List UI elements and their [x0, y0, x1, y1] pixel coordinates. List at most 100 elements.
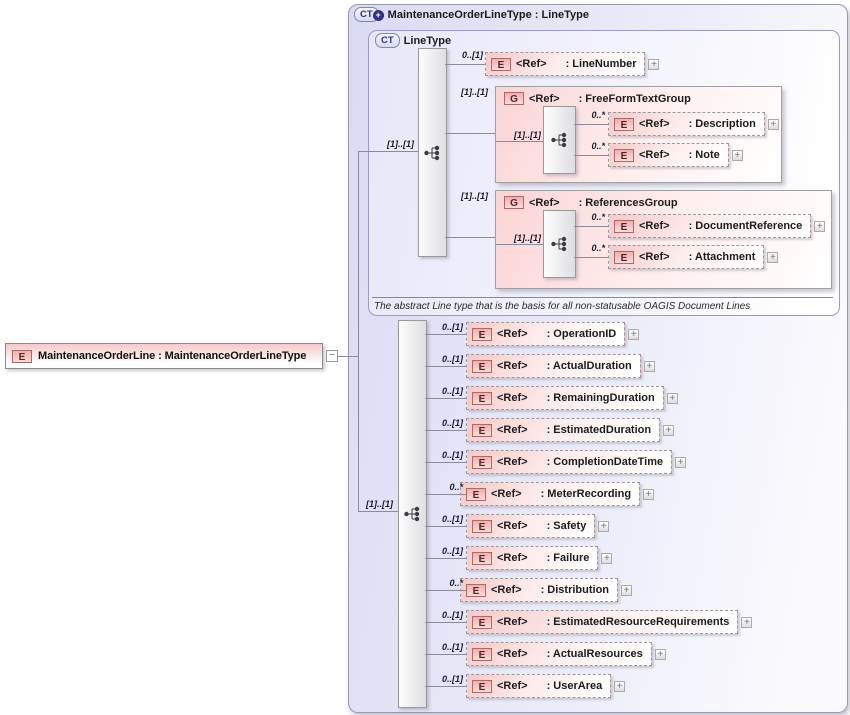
- expand-plus-icon[interactable]: +: [663, 424, 675, 436]
- expand-plus-icon[interactable]: +: [643, 488, 655, 500]
- ct-badge: CT: [375, 33, 400, 48]
- element-box-note[interactable]: E <Ref> : Note: [608, 143, 729, 167]
- sequence-icon: [403, 506, 419, 522]
- sequence-icon: [550, 236, 566, 252]
- sequence-element-row: 0..[1] E <Ref> : ActualResources +: [425, 642, 666, 666]
- ref-label: <Ref>: [497, 616, 528, 628]
- cardinality-label: 0..*: [591, 212, 605, 222]
- sequence-icon: [550, 132, 566, 148]
- expand-plus-icon[interactable]: +: [643, 360, 655, 372]
- element-name: : Distribution: [540, 584, 610, 596]
- cardinality-label: 0..[1]: [441, 546, 463, 556]
- expand-plus-icon[interactable]: +: [741, 616, 753, 628]
- element-box[interactable]: E <Ref> : ActualResources: [466, 642, 652, 666]
- element-box[interactable]: E <Ref> : RemainingDuration: [466, 386, 664, 410]
- ct-expand-icon[interactable]: +: [372, 10, 384, 21]
- collapse-minus-icon[interactable]: −: [326, 350, 338, 362]
- line-type-note: The abstract Line type that is the basis…: [374, 301, 751, 312]
- expand-plus-icon[interactable]: +: [666, 392, 678, 404]
- root-element-label: MaintenanceOrderLine : MaintenanceOrderL…: [38, 350, 307, 362]
- element-badge: E: [472, 327, 492, 341]
- expand-plus-icon[interactable]: +: [628, 328, 640, 340]
- ref-label: <Ref>: [639, 220, 670, 232]
- cardinality-label: [1]..[1]: [514, 130, 541, 140]
- note-separator: [372, 297, 833, 298]
- cardinality-label: [1]..[1]: [461, 191, 488, 201]
- element-box-description[interactable]: E <Ref> : Description: [608, 112, 765, 136]
- group-name: : ReferencesGroup: [578, 196, 678, 209]
- sequence-bar[interactable]: [543, 210, 576, 278]
- connector-line: [574, 257, 608, 258]
- cardinality-label: 0..[1]: [461, 50, 483, 60]
- expand-plus-icon[interactable]: +: [601, 552, 613, 564]
- element-box-documentreference[interactable]: E <Ref> : DocumentReference: [608, 214, 812, 238]
- group-header: G <Ref> : FreeFormTextGroup: [496, 87, 781, 110]
- sequence-element-row: 0..[1] E <Ref> : OperationID +: [424, 322, 640, 346]
- root-element-box[interactable]: E MaintenanceOrderLine : MaintenanceOrde…: [5, 343, 323, 369]
- cardinality-label: 0..[1]: [441, 674, 463, 684]
- element-box[interactable]: E <Ref> : Failure: [466, 546, 599, 570]
- element-name: : LineNumber: [565, 58, 637, 70]
- element-box[interactable]: E <Ref> : Distribution: [460, 578, 619, 602]
- element-box-attachment[interactable]: E <Ref> : Attachment: [608, 245, 765, 269]
- element-box-linenumber[interactable]: E <Ref> : LineNumber: [485, 52, 646, 76]
- sequence-bar[interactable]: [543, 106, 576, 174]
- connector-line: [445, 64, 485, 65]
- ref-label: <Ref>: [639, 149, 670, 161]
- group-badge: G: [504, 92, 524, 105]
- cardinality-label: 0..[1]: [441, 354, 463, 364]
- element-badge: E: [472, 455, 492, 469]
- ref-label: <Ref>: [497, 680, 528, 692]
- cardinality-label: 0..*: [449, 578, 463, 588]
- expand-plus-icon[interactable]: +: [675, 456, 687, 468]
- sequence-icon: [423, 145, 439, 160]
- ref-label: <Ref>: [491, 584, 522, 596]
- element-box[interactable]: E <Ref> : ActualDuration: [466, 354, 641, 378]
- cardinality-label: 0..*: [591, 141, 605, 151]
- expand-plus-icon[interactable]: +: [614, 680, 626, 692]
- connector-line: [445, 133, 495, 134]
- connector-line: [496, 141, 543, 142]
- expand-plus-icon[interactable]: +: [767, 118, 779, 130]
- cardinality-label: 0..*: [591, 110, 605, 120]
- element-box[interactable]: E <Ref> : EstimatedResourceRequirements: [466, 610, 739, 634]
- element-badge: E: [12, 349, 32, 363]
- element-badge: E: [472, 679, 492, 693]
- element-box[interactable]: E <Ref> : UserArea: [466, 674, 612, 698]
- element-box[interactable]: E <Ref> : MeterRecording: [460, 482, 641, 506]
- element-badge: E: [614, 117, 634, 131]
- group-name: : FreeFormTextGroup: [578, 92, 691, 105]
- expand-plus-icon[interactable]: +: [767, 251, 779, 263]
- cardinality-label: [1]..[1]: [387, 139, 414, 149]
- connector-line: [358, 151, 418, 152]
- element-box[interactable]: E <Ref> : CompletionDateTime: [466, 450, 673, 474]
- sequence-element-row: 0..[1] E <Ref> : UserArea +: [424, 674, 626, 698]
- connector-line: [358, 511, 398, 512]
- expand-plus-icon[interactable]: +: [814, 220, 826, 232]
- cardinality-label: 0..[1]: [441, 642, 463, 652]
- element-badge: E: [472, 519, 492, 533]
- element-box[interactable]: E <Ref> : EstimatedDuration: [466, 418, 661, 442]
- connector-line: [496, 244, 543, 245]
- line-type-header: CT LineType: [375, 33, 451, 48]
- cardinality-label: 0..[1]: [441, 322, 463, 332]
- sequence-bar[interactable]: [398, 320, 427, 708]
- element-box[interactable]: E <Ref> : OperationID: [466, 322, 626, 346]
- element-badge: E: [472, 615, 492, 629]
- expand-plus-icon[interactable]: +: [731, 149, 743, 161]
- expand-plus-icon[interactable]: +: [654, 648, 666, 660]
- expand-plus-icon[interactable]: +: [598, 520, 610, 532]
- connector-line: [338, 356, 358, 357]
- element-badge: E: [614, 250, 634, 264]
- element-name: : ActualDuration: [546, 360, 632, 372]
- cardinality-label: 0..*: [591, 243, 605, 253]
- element-badge: E: [472, 423, 492, 437]
- cardinality-label: 0..[1]: [441, 418, 463, 428]
- element-box[interactable]: E <Ref> : Safety: [466, 514, 596, 538]
- group-badge: G: [504, 196, 524, 209]
- ref-label: <Ref>: [497, 648, 528, 660]
- connector-line: [574, 124, 608, 125]
- expand-plus-icon[interactable]: +: [621, 584, 633, 596]
- sequence-bar[interactable]: [418, 48, 447, 257]
- expand-plus-icon[interactable]: +: [648, 58, 660, 70]
